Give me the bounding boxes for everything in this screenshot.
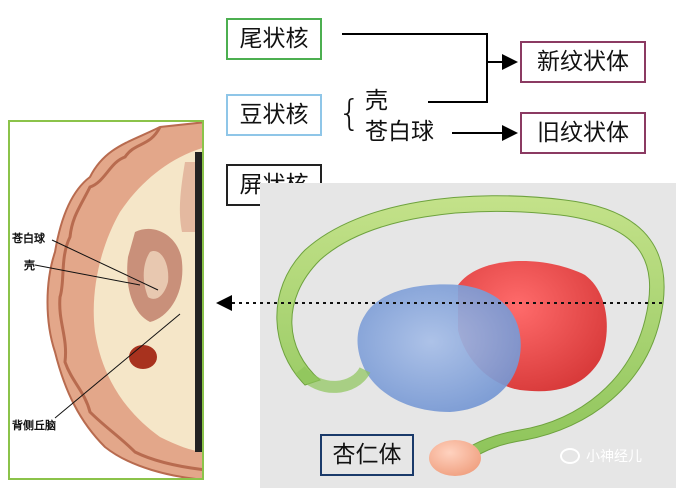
putamen-text: 壳 <box>365 88 388 114</box>
coronal-section-panel: 苍白球 壳 背侧丘脑 <box>8 120 204 480</box>
putamen-shape <box>357 284 521 412</box>
putamen-connector <box>428 62 488 103</box>
left-dorsal-thalamus-label: 背侧丘脑 <box>12 419 56 432</box>
paleostriatum-label: 旧纹状体 <box>520 112 646 154</box>
left-putamen-label: 壳 <box>24 259 35 272</box>
lentiform-nucleus-label: 豆状核 <box>226 94 322 136</box>
brace-symbol: { <box>338 93 361 134</box>
amygdala-shape <box>429 440 481 476</box>
amygdala-label: 杏仁体 <box>320 434 414 476</box>
caudate-connector <box>342 33 488 62</box>
neostriatum-label: 新纹状体 <box>520 41 646 83</box>
caudate-nucleus-label: 尾状核 <box>226 18 322 60</box>
chat-bubble-icon <box>560 448 580 464</box>
watermark-text: 小神经儿 <box>586 449 642 465</box>
globus-pallidus-text: 苍白球 <box>365 119 434 145</box>
left-globus-pallidus-label: 苍白球 <box>12 232 45 245</box>
watermark: 小神经儿 <box>560 446 642 466</box>
coronal-section-illustration <box>34 122 202 478</box>
